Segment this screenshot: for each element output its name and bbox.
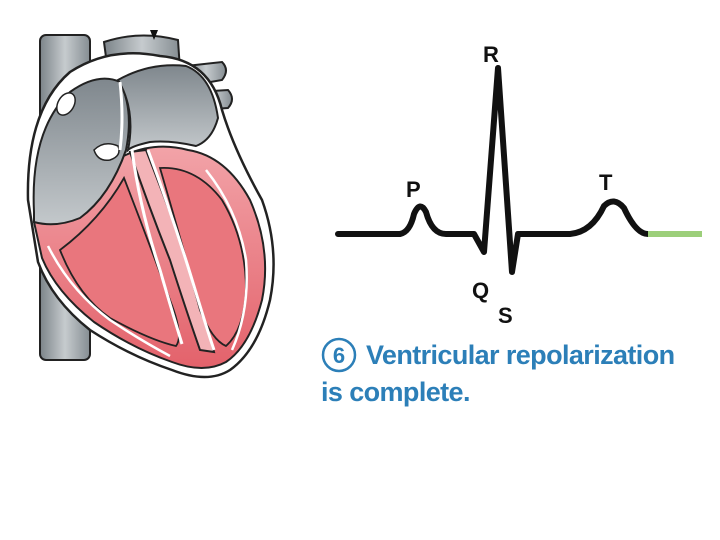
step-number-badge	[321, 337, 357, 373]
left-atrium	[116, 64, 220, 154]
ecg-label-t: T	[599, 170, 613, 195]
step-caption: 6 Ventricular repolarization is complete…	[321, 337, 675, 407]
caption-line-1: Ventricular repolarization	[366, 340, 675, 370]
purkinje-fibers-right	[46, 245, 171, 358]
ecg-label-p: P	[406, 177, 421, 202]
heart-illustration	[26, 30, 275, 379]
av-node	[93, 143, 120, 162]
ecg-tracing: R P T Q S	[335, 42, 702, 328]
right-ventricle-cavity	[58, 175, 180, 348]
pointer-arrow-icon	[150, 30, 158, 40]
step-number: 6	[333, 343, 345, 368]
caption-line-2: is complete.	[321, 377, 470, 407]
ecg-label-r: R	[483, 42, 499, 67]
ecg-waveform-line	[335, 65, 651, 275]
ecg-label-s: S	[498, 303, 513, 328]
sa-node	[56, 92, 76, 116]
purkinje-fibers-left	[205, 169, 248, 351]
ecg-label-q: Q	[472, 278, 489, 303]
bundle-branch-left	[146, 149, 216, 351]
valve-line-left	[118, 81, 124, 151]
bundle-branch-right	[130, 149, 184, 345]
